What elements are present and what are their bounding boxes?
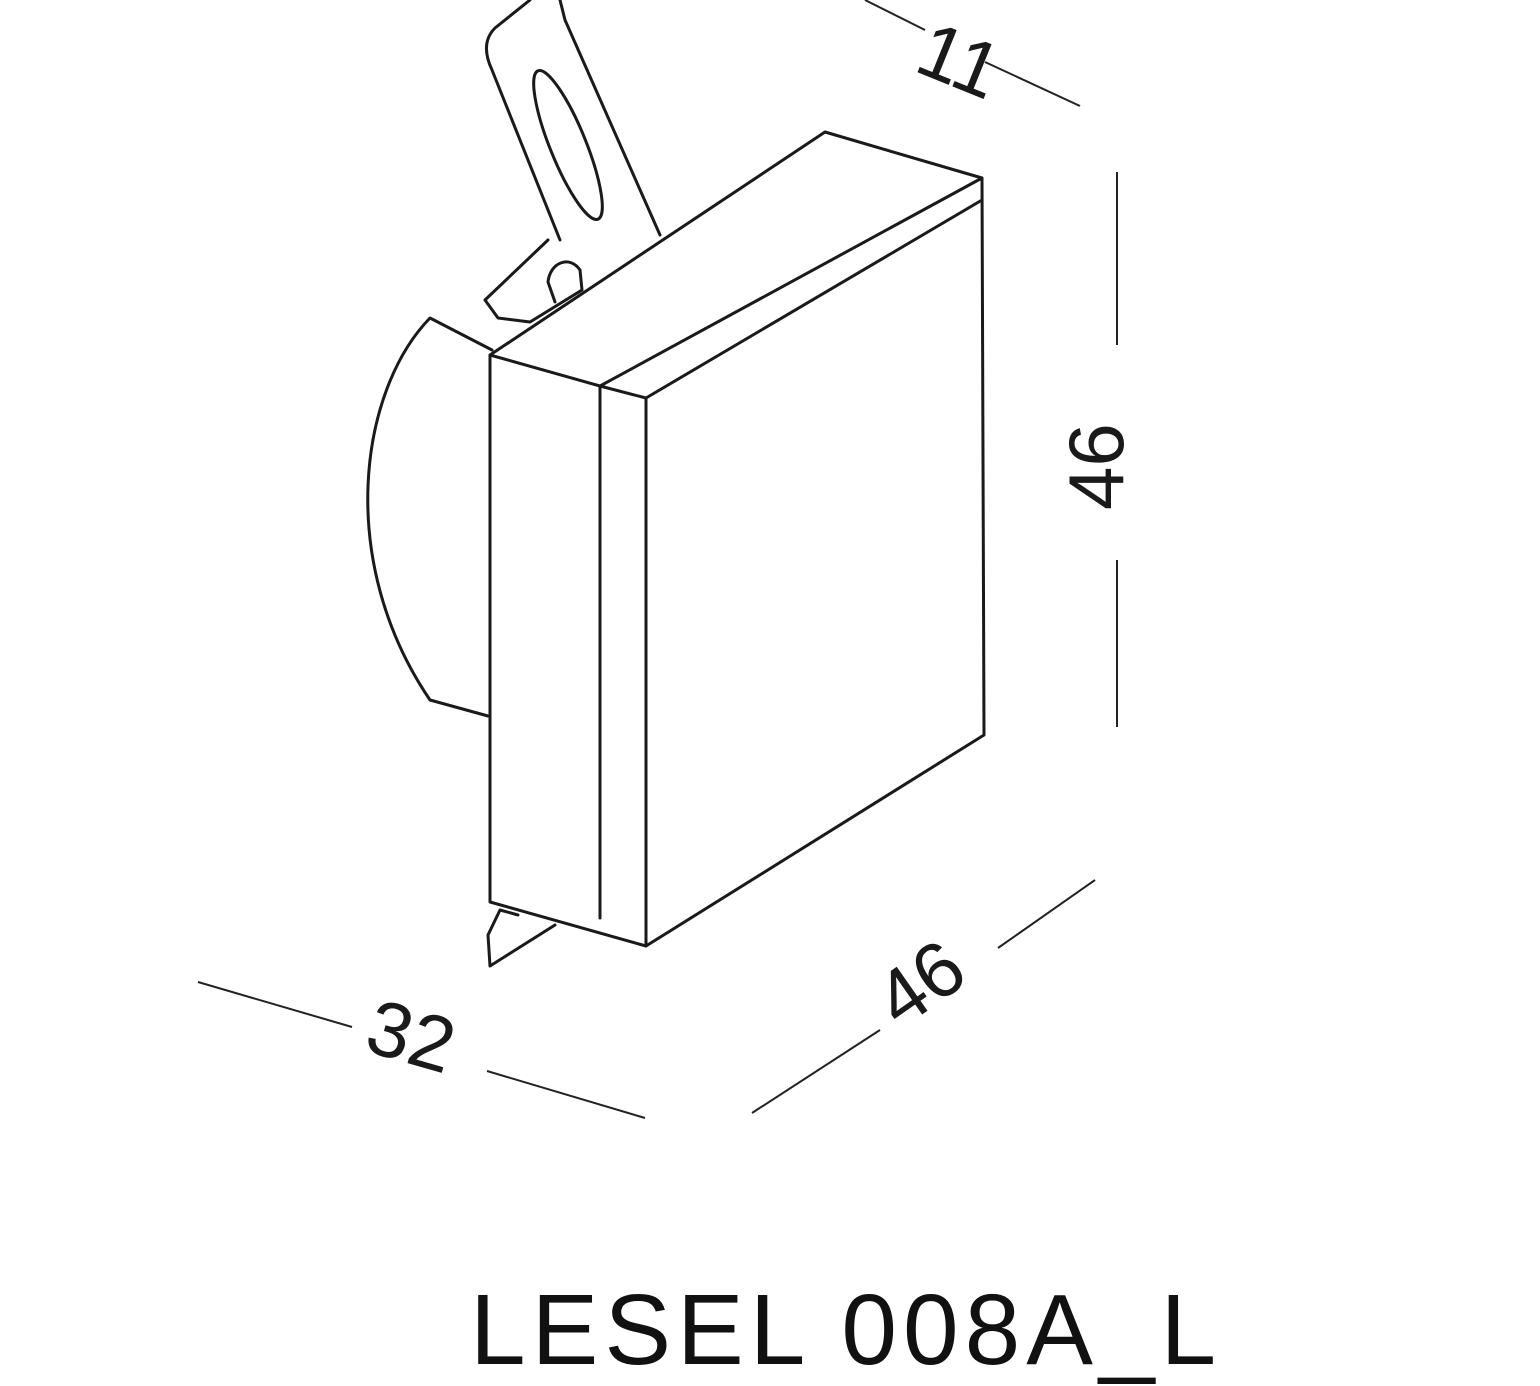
technical-drawing: 11 46 46 32 [197, 0, 1140, 1119]
dimension-depth: 32 [357, 982, 465, 1091]
rear-housing [366, 316, 494, 718]
dimension-depth-top: 11 [906, 4, 1014, 116]
dimension-height: 46 [1052, 423, 1140, 510]
model-label: LESEL 008A_L [470, 1274, 1223, 1386]
mounting-bracket-top [483, 0, 662, 324]
mounting-clip-bottom [486, 908, 557, 968]
main-box [488, 130, 986, 948]
dimension-lines [197, 0, 1118, 1119]
dimension-width: 46 [859, 922, 981, 1044]
